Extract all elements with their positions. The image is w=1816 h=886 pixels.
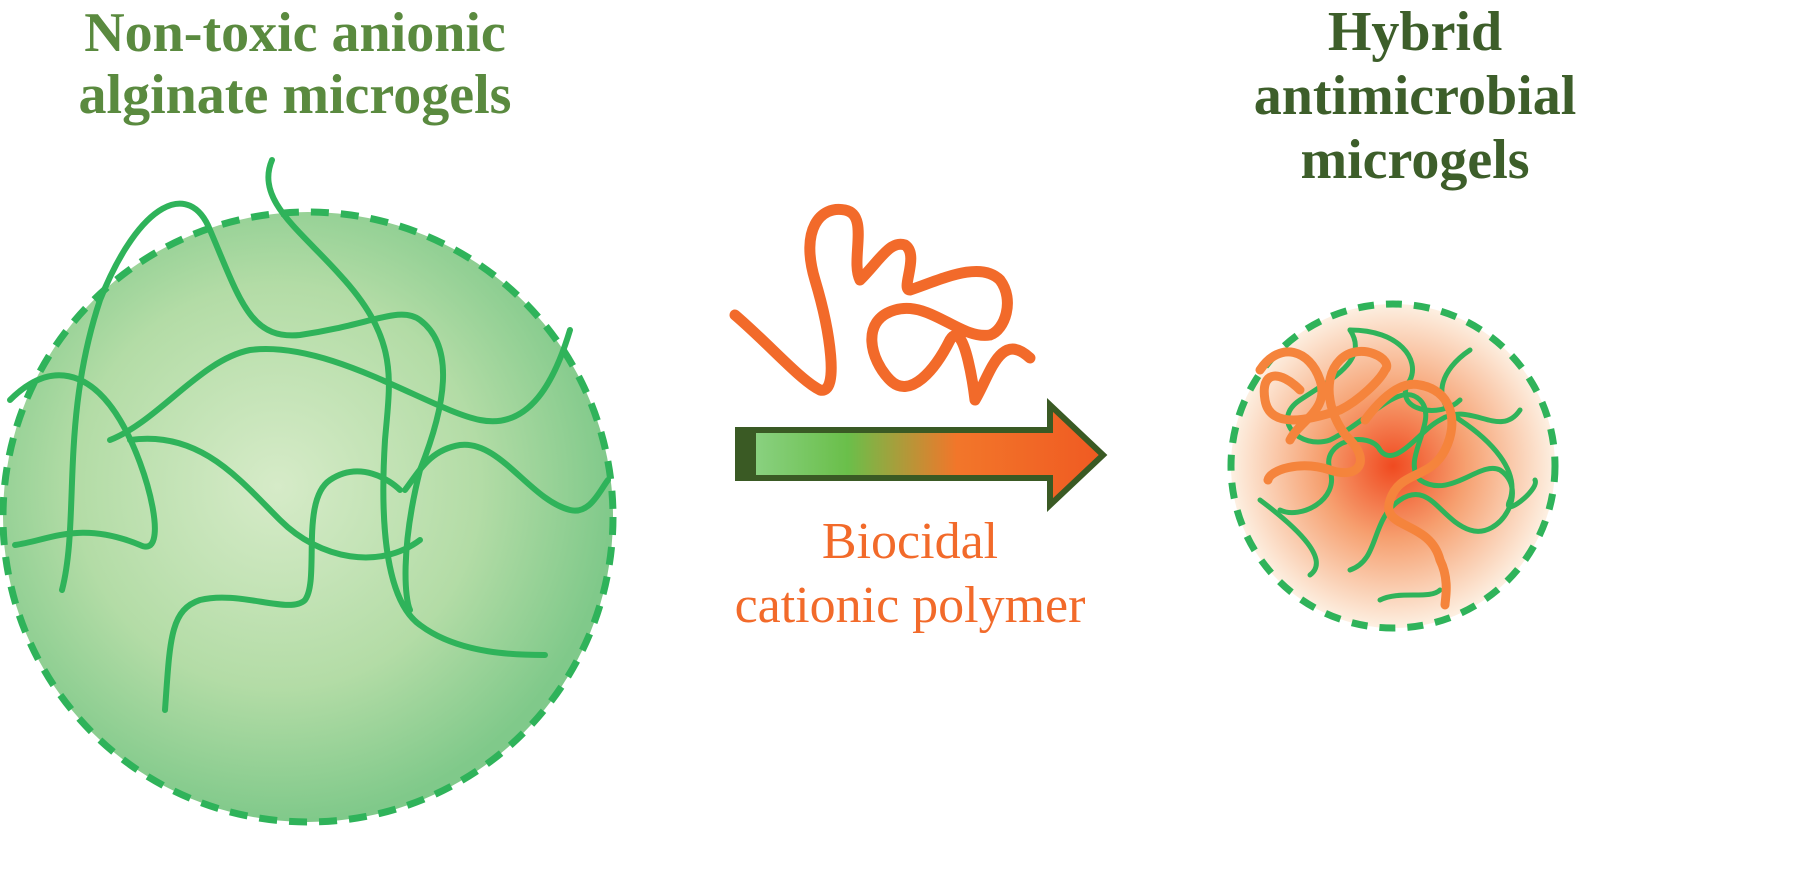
title-line: antimicrobial: [1253, 65, 1577, 127]
arrow-caption: Biocidal cationic polymer: [700, 510, 1120, 638]
reaction-arrow: [735, 398, 1108, 512]
hybrid-microgel: [1227, 300, 1559, 632]
cationic-chains-hybrid: [1255, 346, 1457, 610]
alginate-chains: [7, 157, 611, 713]
title-line: microgels: [1300, 129, 1530, 191]
cationic-polymer-chain: [729, 203, 1036, 406]
left-microgel-title: Non-toxic anionic alginate microgels: [0, 2, 590, 126]
title-line: Non-toxic anionic: [84, 2, 506, 64]
alginate-microgel: [0, 157, 617, 826]
title-line: Hybrid: [1327, 1, 1503, 63]
title-line: alginate microgels: [78, 64, 512, 126]
right-microgel-title: Hybrid antimicrobial microgels: [1240, 0, 1590, 192]
caption-line: cationic polymer: [734, 577, 1086, 634]
caption-line: Biocidal: [821, 513, 999, 570]
